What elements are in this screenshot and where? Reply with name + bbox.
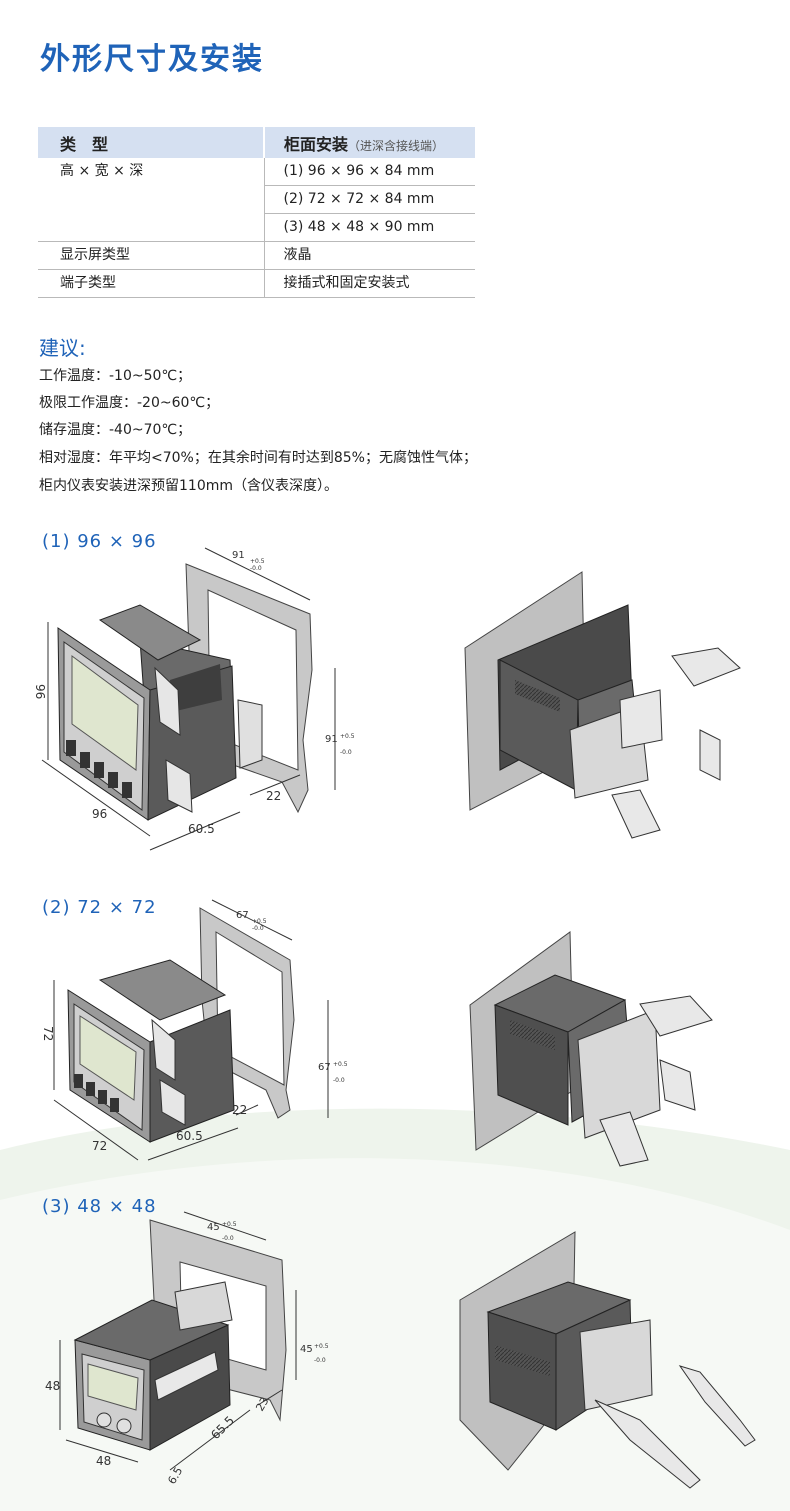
size-value-3: (3) 48 × 48 × 90 mm [263, 213, 475, 242]
dim-bezel-48: 6.5 [165, 1465, 185, 1487]
table-header-row: 类 型 柜面安装（进深含接线端） [38, 127, 475, 158]
drawing-label-96: (1) 96 × 96 [42, 531, 157, 552]
dim-tol-plus-side-48: +0.5 [314, 1343, 329, 1350]
header-mount-label: 柜面安装 [284, 134, 349, 154]
suggestions-title: 建议: [39, 336, 86, 360]
device-72 [67, 959, 235, 1143]
header-mount-note: （进深含接线端） [348, 138, 445, 153]
suggestion-line: 储存温度：-40~70℃； [39, 422, 192, 438]
dimension-lines-72 [53, 899, 329, 1161]
device-96 [57, 604, 263, 821]
table-row: 端子类型 接插式和固定安装式 [38, 269, 475, 298]
dim-cutout-side-96: 91 [325, 734, 338, 745]
dim-depth-72: 60.5 [176, 1129, 203, 1143]
dim-width-48: 48 [96, 1454, 111, 1468]
dim-terminal-96: 22 [266, 789, 281, 803]
dim-tol-minus-top-48: -0.0 [222, 1235, 234, 1242]
dim-tol-minus-side-48: -0.0 [314, 1357, 326, 1364]
size-value-1: (1) 96 × 96 × 84 mm [263, 158, 475, 186]
dim-tol-plus-side-72: +0.5 [333, 1061, 348, 1068]
dim-height-96: 96 [33, 684, 47, 699]
dim-tol-plus-top-48: +0.5 [222, 1221, 237, 1228]
dimension-lines-96 [41, 547, 336, 851]
dim-cutout-top-48: 45 [207, 1222, 220, 1233]
suggestion-line: 柜内仪表安装进深预留110mm（含仪表深度）。 [39, 478, 338, 494]
dim-tol-plus-top-72: +0.5 [252, 918, 267, 925]
size-value-2: (2) 72 × 72 × 84 mm [263, 185, 475, 214]
rear-view-96 [464, 571, 741, 839]
suggestion-line: 工作温度：-10~50℃； [39, 368, 192, 384]
dim-cutout-top-72: 67 [236, 910, 249, 921]
display-row-label: 显示屏类型 [38, 241, 264, 270]
table-row: 高 × 宽 × 深 (1) 96 × 96 × 84 mm [38, 158, 475, 242]
dim-cutout-side-72: 67 [318, 1062, 331, 1073]
device-48 [73, 1281, 233, 1451]
terminal-row-label: 端子类型 [38, 269, 264, 298]
dim-height-48: 48 [45, 1379, 60, 1393]
dim-tol-plus-side-96: +0.5 [340, 733, 355, 740]
dim-tol-minus-top-72: -0.0 [252, 925, 264, 932]
table-row: (3) 48 × 48 × 90 mm [38, 213, 475, 242]
dim-depth-96: 60.5 [188, 822, 215, 836]
header-type: 类 型 [38, 127, 264, 158]
drawing-label-48: (3) 48 × 48 [42, 1196, 157, 1217]
suggestion-line: 相对湿度：年平均<70%；在其余时间有时达到85%；无腐蚀性气体； [39, 450, 477, 466]
display-row-value: 液晶 [263, 241, 475, 270]
header-mount: 柜面安装（进深含接线端） [263, 127, 475, 158]
dim-height-72: 72 [41, 1026, 55, 1041]
dim-terminal-72: 22 [232, 1103, 247, 1117]
table-row: (2) 72 × 72 × 84 mm [38, 185, 475, 214]
terminal-row-value: 接插式和固定安装式 [263, 269, 475, 298]
page-title: 外形尺寸及安装 [40, 42, 264, 77]
dim-terminal-48: 23 [253, 1395, 271, 1414]
size-row-label: 高 × 宽 × 深 [38, 158, 264, 242]
rear-view-48 [459, 1231, 756, 1489]
dim-cutout-side-48: 45 [300, 1344, 313, 1355]
dim-tol-minus-side-96: -0.0 [340, 749, 352, 756]
dim-depth-48: 65.5 [208, 1413, 237, 1442]
dim-width-96: 96 [92, 807, 107, 821]
suggestion-line: 极限工作温度：-20~60℃； [39, 395, 220, 411]
dim-cutout-top-96: 91 [232, 550, 245, 561]
dim-tol-minus-top-96: -0.0 [250, 565, 262, 572]
rear-view-72 [469, 931, 713, 1167]
dimension-lines-48 [59, 1211, 297, 1471]
dim-tol-plus-top-96: +0.5 [250, 558, 265, 565]
spec-table: 类 型 柜面安装（进深含接线端） 高 × 宽 × 深 (1) 96 × 96 ×… [38, 127, 475, 298]
dim-tol-minus-side-72: -0.0 [333, 1077, 345, 1084]
dim-width-72: 72 [92, 1139, 107, 1153]
panel-cutout-72 [199, 907, 295, 1119]
table-row: 显示屏类型 液晶 [38, 241, 475, 270]
drawing-label-72: (2) 72 × 72 [42, 897, 157, 918]
